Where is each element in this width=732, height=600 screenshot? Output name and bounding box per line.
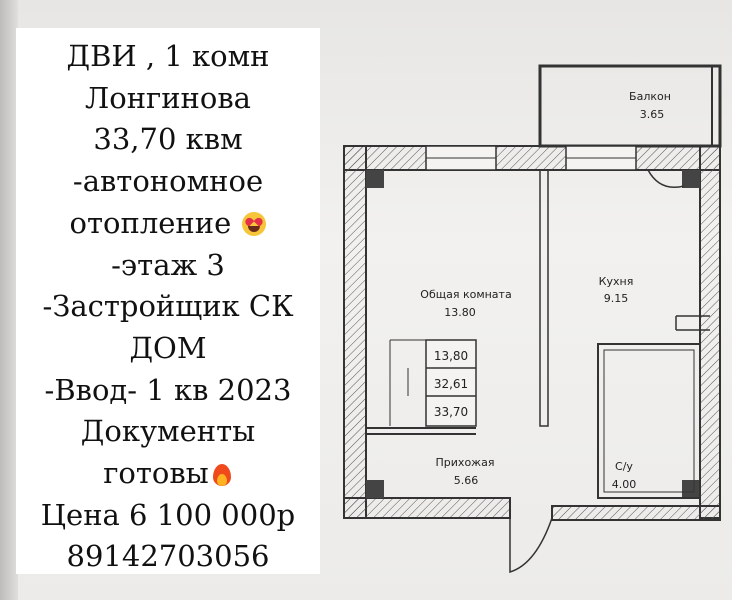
bathroom-walls [597, 343, 701, 499]
area-living-total: 32,61 [434, 377, 468, 391]
room-hall-area: 5.66 [454, 474, 479, 487]
listing-line-developer-cont: ДОМ [129, 330, 207, 365]
listing-ready-text: готовы [103, 456, 209, 491]
listing-line-price: Цена 6 100 000р [40, 497, 296, 532]
listing-line-phone: 89142703056 [66, 539, 270, 574]
heart-eyes-face-icon [242, 211, 267, 236]
room-balcony-area: 3.65 [640, 108, 665, 121]
balcony-outline [538, 64, 722, 148]
room-kitchen-area: 9.15 [604, 292, 629, 305]
listing-line-floor: -этаж 3 [111, 247, 225, 282]
listing-line-documents: Документы [80, 414, 256, 449]
bottom-wall-left [343, 497, 511, 519]
bottom-wall-right [551, 505, 721, 521]
listing-line-developer: -Застройщик СК [42, 289, 294, 324]
room-bathroom-area: 4.00 [612, 478, 637, 491]
fire-icon [211, 460, 233, 487]
listing-line-type: ДВИ , 1 комн [66, 39, 270, 73]
photo-edge-shadow [0, 0, 18, 600]
top-wall [343, 145, 721, 171]
listing-line-heating: -автономное [72, 164, 264, 199]
listing-line-street: Лонгинова [85, 80, 251, 115]
listing-heating-text: отопление [69, 205, 232, 240]
right-wall [699, 145, 721, 519]
left-wall [343, 145, 367, 519]
area-table: 13,80 32,61 33,70 [389, 339, 477, 427]
room-hall-name: Прихожая [436, 456, 495, 469]
room-living-name: Общая комната [420, 288, 511, 301]
room-balcony-name: Балкон [629, 90, 671, 103]
listing-line-commissioning: -Ввод- 1 кв 2023 [44, 372, 292, 407]
listing-line-area: 33,70 квм [93, 122, 243, 157]
area-living-value: 13,80 [434, 349, 468, 363]
listing-card: ДВИ , 1 комн Лонгинова 33,70 квм -автоно… [16, 28, 320, 574]
room-kitchen-name: Кухня [599, 275, 634, 288]
room-bathroom-name: С/у [615, 460, 633, 473]
room-living-area: 13.80 [444, 306, 476, 319]
listing-line-documents-ready: готовы [16, 453, 320, 495]
listing-line-heating-cont: отопление [16, 203, 320, 245]
partition-wall [539, 169, 549, 427]
area-total-value: 33,70 [434, 405, 468, 419]
